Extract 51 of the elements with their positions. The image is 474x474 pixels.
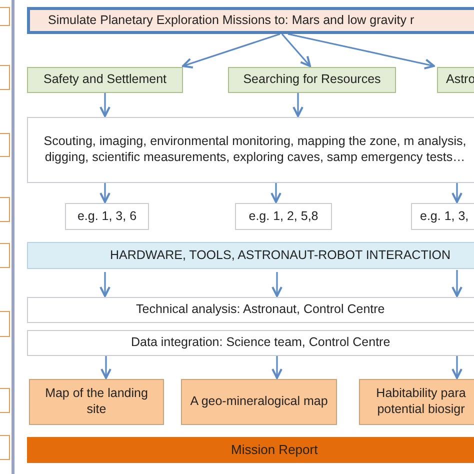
empty-box xyxy=(0,197,10,222)
arrow xyxy=(272,272,282,297)
process-box xyxy=(65,203,149,230)
arrow xyxy=(182,33,280,68)
title-box xyxy=(27,7,474,34)
node-label: e.g. 1, 3, xyxy=(420,208,469,224)
process-box xyxy=(27,117,474,183)
node-label: Habitability para potential biosigr xyxy=(375,386,467,418)
node-label: Simulate Planetary Exploration Missions to: Mars and low gravity r xyxy=(48,12,414,28)
process-box xyxy=(27,297,474,323)
node-label: Map of the landing site xyxy=(44,386,149,418)
empty-box xyxy=(0,311,10,337)
node-label: Scouting, imaging, environmental monitoring, mapping the zone, m analysis, digging, scientific measurements, exploring caves, samp emergency tests… xyxy=(42,134,468,166)
node-label: HARDWARE, TOOLS, ASTRONAUT-ROBOT INTERACTION xyxy=(110,248,451,264)
empty-box xyxy=(0,388,10,413)
arrow xyxy=(292,93,304,117)
node-label: Technical analysis: Astronaut, Control Centre xyxy=(136,302,385,318)
arrow xyxy=(100,93,110,117)
process-box xyxy=(235,203,332,230)
arrow xyxy=(270,183,282,203)
category-box xyxy=(437,67,474,93)
arrow xyxy=(281,33,311,67)
empty-box xyxy=(0,435,10,460)
arrow xyxy=(100,356,112,379)
arrow xyxy=(452,270,462,297)
arrow xyxy=(272,356,282,379)
node-label: A geo-mineralogical map xyxy=(189,394,329,410)
arrow xyxy=(452,356,462,379)
empty-box xyxy=(0,65,10,90)
category-box xyxy=(27,67,183,93)
report-bar xyxy=(27,437,474,463)
arrow xyxy=(288,33,435,70)
empty-box xyxy=(0,7,10,26)
arrow xyxy=(100,272,110,297)
empty-box xyxy=(0,243,10,268)
node-label: e.g. 1, 2, 5,8 xyxy=(248,208,318,224)
node-label: Mission Report xyxy=(231,442,318,458)
result-box xyxy=(29,379,164,425)
node-label: Data integration: Science team, Control Centre xyxy=(131,335,390,351)
node-label: Safety and Settlement xyxy=(44,72,166,88)
banner-box xyxy=(27,242,474,269)
result-box xyxy=(359,379,474,425)
process-box xyxy=(411,203,474,230)
empty-box xyxy=(0,133,10,157)
category-box xyxy=(228,67,396,93)
arrow xyxy=(100,183,110,203)
arrow xyxy=(452,183,462,203)
result-box xyxy=(181,379,337,425)
node-label: Searching for Resources xyxy=(243,72,381,88)
node-label: e.g. 1, 3, 6 xyxy=(77,208,137,224)
process-box xyxy=(27,330,474,356)
